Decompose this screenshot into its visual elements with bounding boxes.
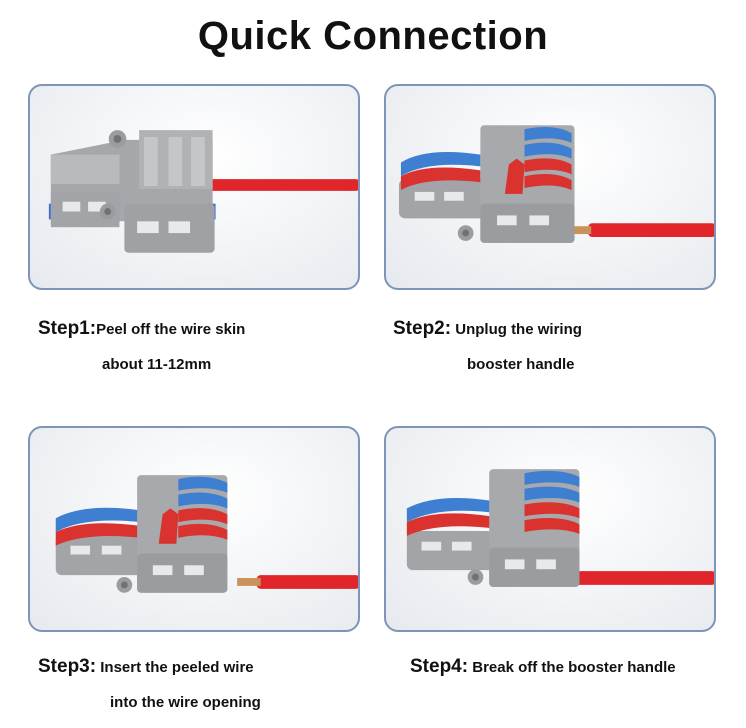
step3-text: Insert the peeled wire [96,659,254,676]
step3-connector-illustration [55,475,358,593]
step3-caption: Step3: Insert the peeled wire [38,656,254,678]
step3-label: Step3: [38,656,97,677]
step2-image-panel [384,84,716,290]
step1-connector-illustration [48,130,358,253]
step1-text: Peel off the wire skin [96,321,246,338]
step2-connector-illustration [398,125,714,243]
step3-image-panel [28,426,360,632]
step4-connector-illustration [406,469,714,587]
step1-caption: Step1:Peel off the wire skin [38,318,245,340]
step4-label: Step4: [410,656,469,677]
step1-image-panel [28,84,360,290]
step2-label: Step2: [393,318,452,339]
step1-label: Step1: [38,318,97,339]
step2-text: Unplug the wiring [451,321,582,338]
step4-text: Break off the booster handle [468,659,676,676]
step3-caption-line2: into the wire opening [110,694,261,711]
step2-caption: Step2: Unplug the wiring [393,318,582,340]
step1-caption-line2: about 11-12mm [102,356,212,373]
step4-image-panel [384,426,716,632]
page-title: Quick Connection [197,14,549,58]
step2-caption-line2: booster handle [467,356,575,373]
step4-caption: Step4: Break off the booster handle [410,656,676,678]
